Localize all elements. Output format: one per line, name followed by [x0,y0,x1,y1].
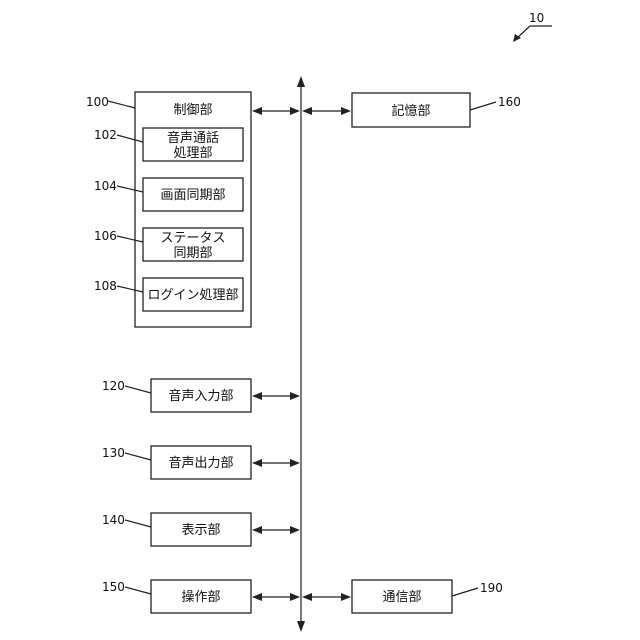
operation-label: 操作部 [181,589,220,605]
control-bus-connector [252,107,300,115]
operation-ref: 150 [102,580,125,594]
audio-input-label: 音声入力部 [168,388,233,404]
voice-call-processing-ref: 102 [94,128,117,142]
communication-label: 通信部 [382,590,421,605]
screen-sync-label: 画面同期部 [160,188,225,203]
communication-block: 通信部 190 [302,580,503,613]
control-unit-ref: 100 [86,95,109,109]
audio-output-label: 音声出力部 [168,455,233,471]
status-sync-ref: 106 [94,229,117,243]
control-unit-label: 制御部 [173,103,212,118]
figure-reference: 10 [513,11,552,42]
audio-input-ref: 120 [102,379,125,393]
communication-ref: 190 [480,581,503,595]
screen-sync-ref: 104 [94,179,117,193]
voice-call-processing-line1: 音声通話 [167,130,219,146]
login-processing-ref: 108 [94,279,117,293]
audio-output-ref: 130 [102,446,125,460]
audio-input-block: 音声入力部 120 [102,379,300,412]
voice-call-processing-line2: 処理部 [173,146,212,161]
display-ref: 140 [102,513,125,527]
storage-ref: 160 [498,95,521,109]
audio-output-block: 音声出力部 130 [102,446,300,479]
figure-ref-label: 10 [529,11,544,25]
status-sync-line1: ステータス [160,231,225,246]
control-unit-block: 制御部 100 音声通話 処理部 102 画面同期部 104 ステータス 同期部… [86,92,251,327]
storage-block: 記憶部 160 [302,93,521,127]
login-processing-label: ログイン処理部 [147,288,238,303]
status-sync-line2: 同期部 [173,246,212,261]
system-bus [297,76,305,632]
display-block: 表示部 140 [102,513,300,546]
storage-label: 記憶部 [391,103,430,119]
display-label: 表示部 [181,523,220,538]
operation-block: 操作部 150 [102,580,300,613]
